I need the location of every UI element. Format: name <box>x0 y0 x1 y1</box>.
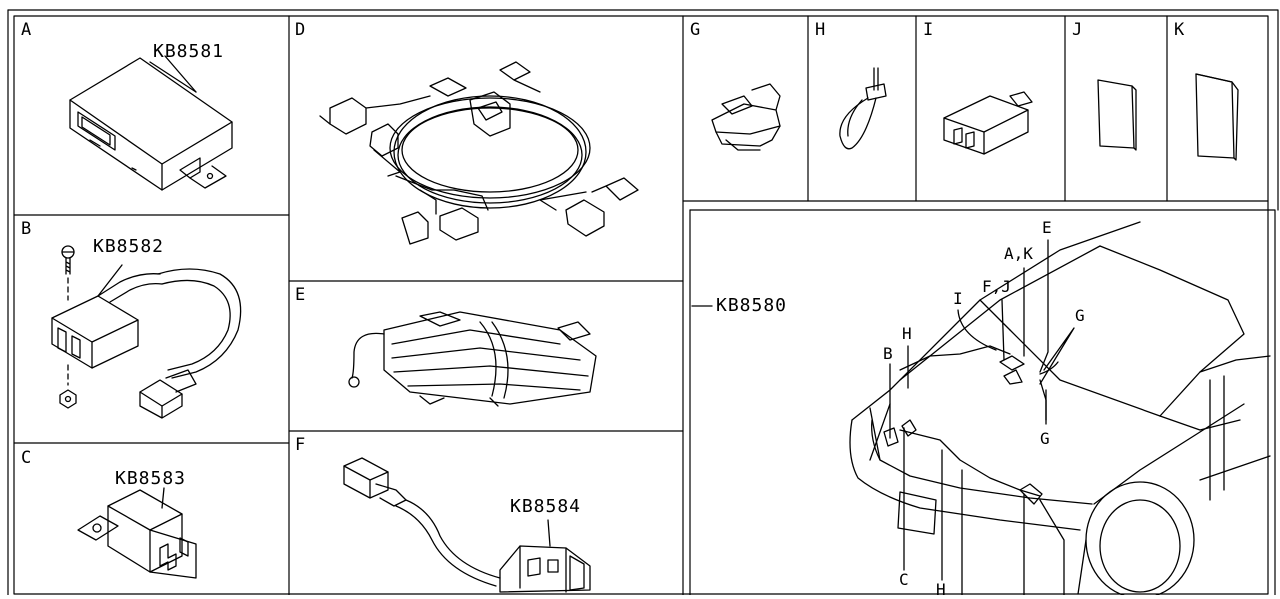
callout-g-bottom: G <box>1040 429 1050 448</box>
panel-letter-f: F <box>295 435 306 455</box>
part-number-a: KB8581 <box>153 41 225 62</box>
panel-letter-e: E <box>295 285 306 305</box>
panel-frames <box>7 9 1279 595</box>
callout-g-top: G <box>1075 306 1085 325</box>
part-d-main-harness <box>319 61 639 245</box>
vehicle-front-view <box>691 221 1271 595</box>
part-a-control-unit <box>69 55 233 191</box>
callout-f-j: F,J <box>982 277 1011 296</box>
panel-letter-j: J <box>1072 20 1083 40</box>
part-number-b: KB8582 <box>93 236 165 257</box>
panel-letter-h: H <box>815 20 826 40</box>
callout-h-bottom: H <box>936 580 946 599</box>
part-number-vehicle: KB8580 <box>716 295 788 316</box>
panel-letter-g: G <box>690 20 701 40</box>
callout-e: E <box>1042 218 1052 237</box>
panel-letter-b: B <box>21 219 32 239</box>
part-k-pad <box>1195 73 1239 161</box>
callout-b: B <box>883 344 893 363</box>
part-f-cable-connector <box>343 457 591 593</box>
part-number-f: KB8584 <box>510 496 582 517</box>
panel-letter-c: C <box>21 448 32 468</box>
part-i-connector <box>943 91 1033 155</box>
part-g-clip <box>711 83 781 151</box>
panel-letter-i: I <box>923 20 934 40</box>
callout-i: I <box>953 289 963 308</box>
part-c-relay <box>77 487 197 579</box>
panel-letter-a: A <box>21 20 32 40</box>
part-e-bundled-harness <box>348 311 597 407</box>
part-number-c: KB8583 <box>115 468 187 489</box>
panel-letter-k: K <box>1174 20 1185 40</box>
part-h-cable-tie <box>839 67 887 150</box>
part-j-pad <box>1097 79 1137 151</box>
callout-h-top: H <box>902 324 912 343</box>
panel-letter-d: D <box>295 20 306 40</box>
callout-c: C <box>899 570 909 589</box>
callout-a-k: A,K <box>1004 244 1033 263</box>
part-b-sensor-harness <box>51 245 242 419</box>
